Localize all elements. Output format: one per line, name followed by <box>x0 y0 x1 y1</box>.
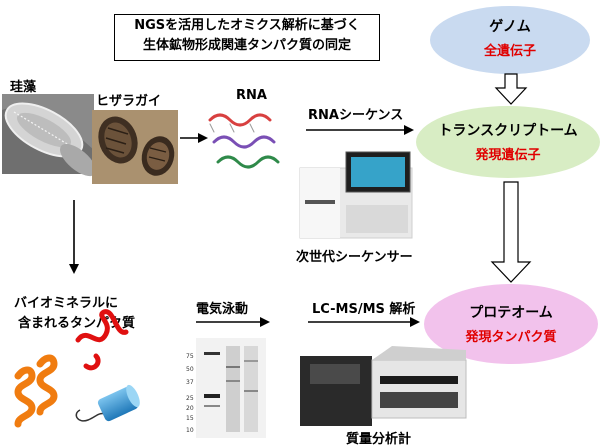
proteome-subtitle: 発現タンパク質 <box>465 330 557 345</box>
rna-seq-label: RNAシーケンス <box>308 108 404 123</box>
gel-marker-label: 75 <box>186 353 194 360</box>
gel-marker-label: 15 <box>186 415 194 422</box>
genome-title: ゲノム <box>489 19 531 35</box>
title-line-2: 生体鉱物形成関連タンパク質の同定 <box>142 38 351 53</box>
mass-spec-label: 質量分析計 <box>346 432 412 447</box>
protein-structures-icon <box>14 309 140 428</box>
gel-marker-label: 37 <box>186 379 194 386</box>
transcriptome-ellipse: トランスクリプトーム 発現遺伝子 <box>416 106 600 178</box>
transcriptome-subtitle: 発現遺伝子 <box>475 148 541 163</box>
gel-marker-label: 25 <box>186 395 194 402</box>
diatom-label: 珪藻 <box>10 80 37 95</box>
gel-image: 75 50 37 25 20 15 10 <box>186 338 266 438</box>
gel-marker-label: 50 <box>186 366 194 373</box>
sequencer-image <box>299 151 413 239</box>
genome-subtitle: 全遺伝子 <box>483 44 536 59</box>
lcms-label: LC-MS/MS 解析 <box>312 302 416 317</box>
gel-marker-label: 10 <box>186 427 194 434</box>
chiton-image <box>92 110 178 184</box>
transcriptome-title: トランスクリプトーム <box>438 123 578 139</box>
chiton-label: ヒザラガイ <box>96 94 162 109</box>
gel-marker-label: 20 <box>186 405 194 412</box>
electrophoresis-label: 電気泳動 <box>196 302 249 317</box>
genome-ellipse: ゲノム 全遺伝子 <box>430 6 590 74</box>
mass-spec-image <box>300 346 467 426</box>
diatom-image <box>2 94 97 177</box>
title-box: NGSを活用したオミクス解析に基づく 生体鉱物形成関連タンパク質の同定 <box>114 14 380 61</box>
rna-strands-icon <box>208 113 280 169</box>
rna-label: RNA <box>236 88 267 103</box>
flow-arrows <box>69 125 420 327</box>
sequencer-label: 次世代シーケンサー <box>296 250 413 265</box>
biomineral-label-line-1: バイオミネラルに <box>14 296 119 311</box>
title-line-1: NGSを活用したオミクス解析に基づく <box>134 18 360 33</box>
proteome-title: プロテオーム <box>469 305 553 321</box>
omics-block-arrows <box>490 73 532 283</box>
